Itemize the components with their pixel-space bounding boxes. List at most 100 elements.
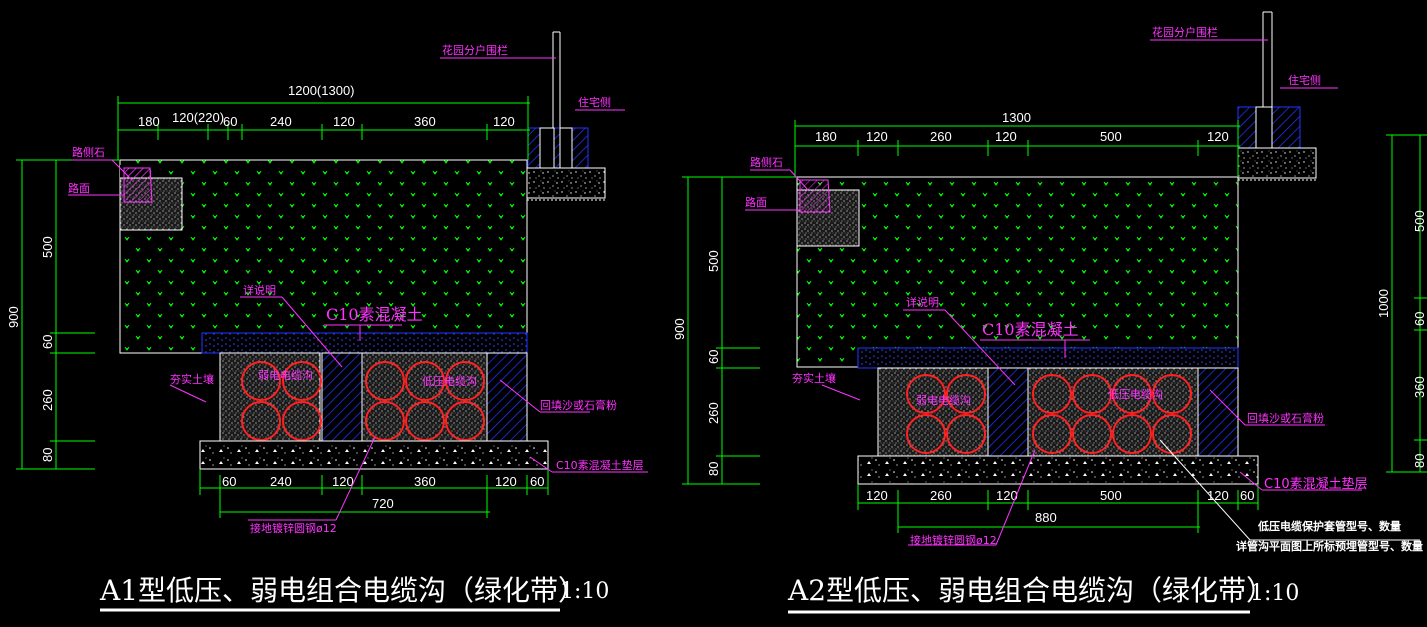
dim-label: 120(220) bbox=[172, 110, 224, 125]
dim-label: 500 bbox=[1412, 210, 1427, 232]
dim-label: 60 bbox=[706, 350, 721, 364]
dim-label: 80 bbox=[706, 462, 721, 476]
dim-label: 120 bbox=[332, 474, 354, 489]
label-weak-trench: 弱电电缆沟 bbox=[258, 369, 313, 382]
drawing-title: A1型低压、弱电组合电缆沟（绿化带） bbox=[99, 574, 586, 607]
curb-stone bbox=[796, 179, 860, 247]
fence-post bbox=[526, 31, 606, 201]
dim-left-a2 bbox=[682, 176, 797, 485]
backfill-left bbox=[987, 367, 1029, 457]
label-fence: 花园分户围栏 bbox=[1152, 25, 1218, 39]
drawing-scale: 1:10 bbox=[560, 579, 609, 604]
dim-label: 120 bbox=[1207, 488, 1229, 503]
dim-label: 120 bbox=[495, 474, 517, 489]
pipe bbox=[906, 414, 946, 454]
dim-label: 360 bbox=[1412, 376, 1427, 398]
label-road: 路面 bbox=[745, 196, 767, 209]
label-concrete: C10素混凝土 bbox=[326, 305, 423, 324]
pipe bbox=[1032, 414, 1072, 454]
drawing-scale: 1:10 bbox=[1250, 581, 1299, 606]
note-line-1: 低压电缆保护套管型号、数量 bbox=[1257, 519, 1401, 533]
label-see-note: 详说明 bbox=[906, 295, 939, 309]
pipe bbox=[946, 414, 986, 454]
dim-label: 260 bbox=[706, 402, 721, 424]
drawing-a2: 1300 180 120 260 120 500 120 500 60 260 … bbox=[672, 11, 1423, 614]
grass-layer bbox=[119, 159, 528, 354]
label-curb: 路侧石 bbox=[72, 146, 105, 159]
label-curb: 路侧石 bbox=[750, 156, 783, 169]
grass-layer bbox=[796, 176, 1239, 368]
dim-top-a1 bbox=[117, 96, 530, 160]
curb-stone bbox=[119, 165, 183, 231]
low-trench-fill bbox=[361, 352, 488, 442]
leaders-a1 bbox=[68, 57, 648, 521]
dim-label: 120 bbox=[333, 114, 355, 129]
dim-label: 240 bbox=[270, 474, 292, 489]
pipe bbox=[1112, 414, 1152, 454]
c10-base bbox=[857, 455, 1259, 485]
backfill-left bbox=[321, 352, 363, 442]
pipe bbox=[906, 374, 946, 414]
dim-label: 60 bbox=[222, 474, 236, 489]
dim-label: 360 bbox=[414, 114, 436, 129]
dim-bottom-a1 bbox=[199, 469, 549, 518]
dim-label: 120 bbox=[493, 114, 515, 129]
label-rammed-soil: 夯实土壤 bbox=[170, 372, 214, 386]
pipe bbox=[1072, 374, 1112, 414]
c10-base bbox=[199, 440, 549, 470]
c10-slab bbox=[857, 347, 1239, 369]
pipe bbox=[405, 401, 445, 441]
dim-label: 500 bbox=[706, 250, 721, 272]
pipes-a1 bbox=[241, 361, 485, 441]
label-low-trench: 低压电缆沟 bbox=[1108, 388, 1163, 401]
dim-label: 120 bbox=[995, 129, 1017, 144]
dim-label: 60 bbox=[1412, 312, 1427, 326]
dim-top-a2 bbox=[794, 120, 1240, 177]
dim-label: 360 bbox=[414, 474, 436, 489]
dim-label: 60 bbox=[223, 114, 237, 129]
dim-label: 500 bbox=[1100, 129, 1122, 144]
label-rammed-soil: 夯实土壤 bbox=[792, 371, 836, 385]
dim-label: 60 bbox=[530, 474, 544, 489]
pipe bbox=[1032, 374, 1072, 414]
pipe bbox=[365, 361, 405, 401]
dim-label: 120 bbox=[866, 488, 888, 503]
dim-label: 180 bbox=[815, 129, 837, 144]
dim-left-a1 bbox=[16, 159, 120, 470]
backfill-right bbox=[486, 352, 528, 442]
dim-label: 500 bbox=[40, 236, 55, 258]
pipe bbox=[282, 401, 322, 441]
c10-slab bbox=[201, 332, 528, 354]
dim-label: 720 bbox=[372, 496, 394, 511]
label-concrete: C10素混凝土 bbox=[982, 320, 1079, 339]
dim-label: 60 bbox=[40, 335, 55, 349]
pipe bbox=[946, 374, 986, 414]
pipe bbox=[365, 401, 405, 441]
label-base: C10素混凝土垫层 bbox=[1264, 476, 1368, 492]
label-house-side: 住宅侧 bbox=[578, 95, 611, 109]
pipe bbox=[1152, 374, 1192, 414]
label-fence: 花园分户围栏 bbox=[442, 43, 508, 57]
pipe bbox=[1072, 414, 1112, 454]
dim-label: 260 bbox=[930, 488, 952, 503]
pipe bbox=[445, 401, 485, 441]
label-ground-steel: 接地镀锌圆钢ø12 bbox=[910, 533, 997, 547]
pipe bbox=[282, 361, 322, 401]
dim-label: 80 bbox=[1412, 454, 1427, 468]
label-low-trench: 低压电缆沟 bbox=[422, 375, 477, 388]
dim-label: 260 bbox=[40, 389, 55, 411]
fence-post bbox=[1237, 11, 1317, 181]
drawing-title: A2型低压、弱电组合电缆沟（绿化带） bbox=[787, 574, 1274, 607]
dim-label: 120 bbox=[1207, 129, 1229, 144]
pipe bbox=[445, 361, 485, 401]
leaders-a2 bbox=[745, 39, 1362, 546]
dim-label: 260 bbox=[930, 129, 952, 144]
label-ground-steel: 接地镀锌圆钢ø12 bbox=[250, 521, 337, 535]
dim-label: 80 bbox=[40, 448, 55, 462]
pipe bbox=[405, 361, 445, 401]
dim-label: 120 bbox=[866, 129, 888, 144]
pipe bbox=[241, 401, 281, 441]
dim-label: 1000 bbox=[1376, 289, 1391, 318]
label-see-note: 详说明 bbox=[243, 283, 276, 297]
